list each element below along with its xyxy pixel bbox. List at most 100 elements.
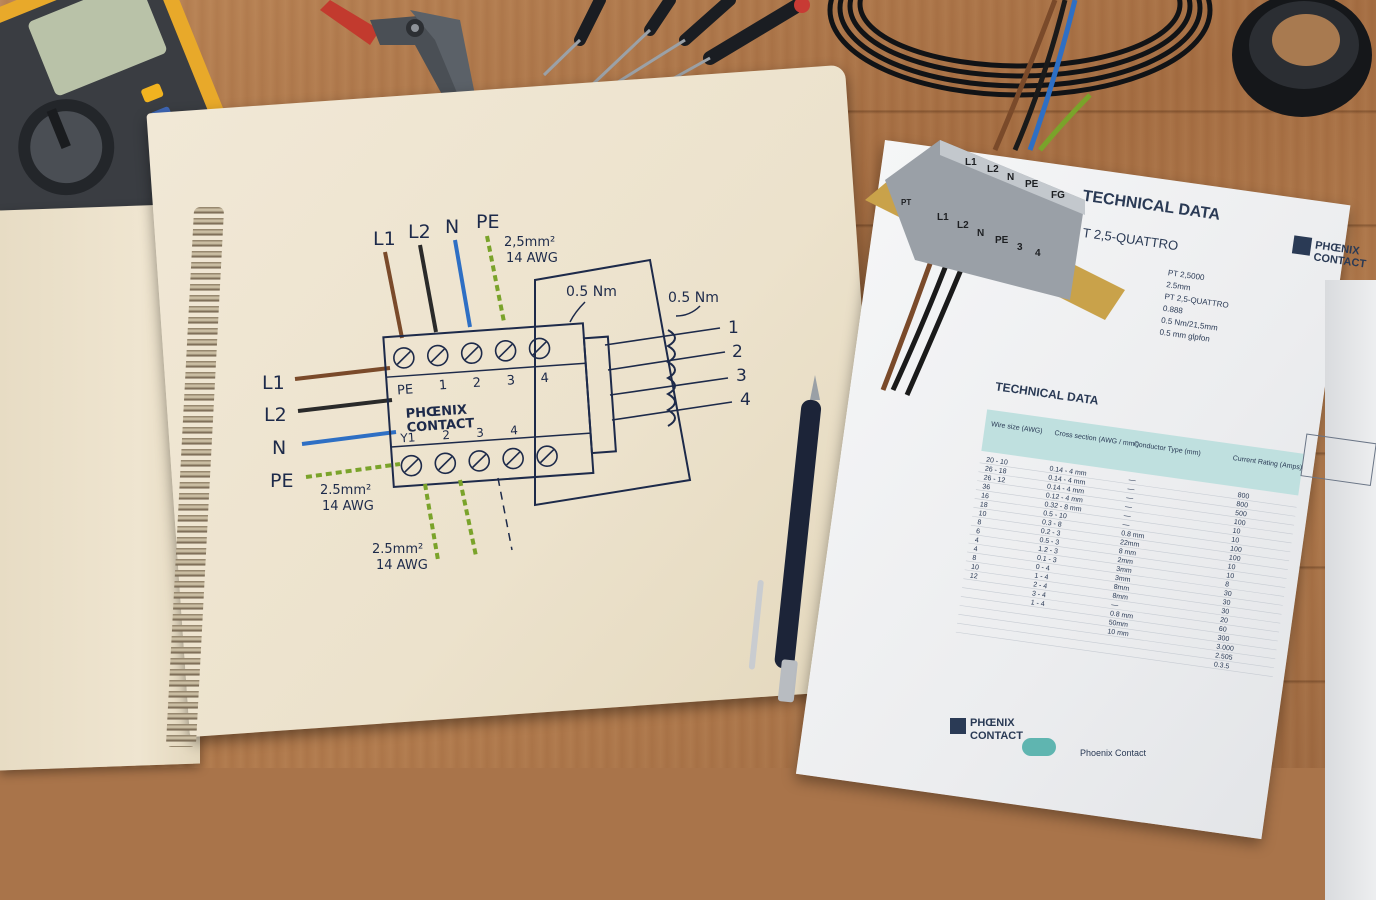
table-cell: 0.3.5 [1213, 661, 1229, 670]
table-cell: 500 [1235, 510, 1248, 519]
table-cell: 20 - 10 [986, 457, 1009, 467]
table-cell: 0.5 - 3 [1039, 537, 1060, 547]
spec-table: Wire size (AWG) Cross section (AWG / mm²… [955, 409, 1305, 677]
table-cell: 3mm [1116, 566, 1133, 575]
terminal-block-device: L1 L2 N PE FG L1 L2 N PE 3 4 PT [865, 0, 1125, 397]
table-cell: 10 [1227, 563, 1236, 571]
term-bottom-4: 4 [510, 423, 519, 437]
table-cell: — [1126, 495, 1134, 503]
table-row-divider [972, 515, 1290, 562]
brochure-content: TECHNICAL DATA T 2,5-QUATTRO PHŒNIX CONT… [950, 188, 1376, 758]
output-4: 4 [740, 390, 751, 410]
left-label-l1: L1 [262, 372, 285, 394]
table-cell: — [1127, 486, 1135, 494]
table-cell: — [1111, 602, 1119, 610]
device-label-top-1: L1 [965, 157, 977, 168]
table-cell: 16 [981, 492, 990, 500]
table-cell: — [1124, 503, 1132, 511]
table-cell: 100 [1230, 546, 1243, 555]
table-row-divider [965, 560, 1283, 606]
wire-bottom-pe1 [423, 483, 440, 561]
term-bottom-y1: Y1 [399, 430, 416, 445]
left-label-l2: L2 [264, 404, 287, 426]
output-2: 2 [732, 342, 743, 362]
wire-left-pe [305, 462, 401, 479]
top-spec-mm: 2,5mm² [504, 235, 555, 250]
table-cell: 8 [972, 555, 977, 562]
device-label-bottom-1: L1 [937, 212, 949, 223]
sketch-brand-line1: PHŒNIX [405, 403, 467, 422]
left-label-pe: PE [270, 470, 293, 492]
table-cell: 8 [977, 519, 982, 526]
table-cell: 0.8 mm [1121, 530, 1145, 540]
table-row-divider [973, 507, 1291, 553]
left-spec-awg: 14 AWG [322, 499, 374, 514]
table-cell: — [1123, 512, 1131, 520]
table-row-divider [968, 542, 1286, 588]
device-label-top-3: N [1007, 172, 1014, 183]
device-label-bottom-2: L2 [957, 220, 969, 231]
brochure-logo: PHŒNIX CONTACT [1291, 235, 1367, 271]
output-loop [534, 258, 692, 507]
footer-brand-line1: PHŒNIX [970, 717, 1015, 729]
term-top-2: 2 [472, 376, 481, 392]
table-cell: 30 [1223, 590, 1232, 598]
term-bottom-2: 2 [442, 428, 451, 442]
terminal-block-labels: L1 L2 N PE FG L1 L2 N PE 3 4 PT [901, 157, 1065, 259]
wire-left-l1 [294, 366, 391, 381]
output-1: 1 [728, 318, 739, 338]
sketch-brand-line2: CONTACT [406, 416, 475, 436]
table-cell: 8 [1225, 581, 1230, 588]
wire-bottom-pe2 [458, 479, 478, 557]
table-cell: 30 [1221, 608, 1230, 616]
table-cell: 10 mm [1107, 628, 1129, 638]
table-cell: 26 - 12 [983, 475, 1006, 485]
table-row-divider [957, 622, 1275, 669]
table-cell: 12 [969, 573, 978, 581]
pen-icon [748, 375, 822, 703]
term-top-3: 3 [506, 373, 515, 389]
table-cell: 3.000 [1216, 644, 1234, 653]
table-cell: 4 [974, 537, 979, 544]
device-label-bottom-5: 3 [1017, 242, 1023, 253]
table-cell: 1 - 4 [1034, 573, 1049, 582]
table-cell: 2.505 [1215, 652, 1233, 661]
table-row-divider [970, 524, 1288, 571]
screwdrivers-icon [542, 0, 810, 107]
table-cell: 18 [979, 501, 988, 509]
table-cell: 20 [1220, 617, 1229, 625]
top-label-l2: L2 [408, 221, 431, 243]
table-cell: 300 [1217, 635, 1230, 644]
table-row-divider [974, 498, 1292, 544]
wire-bottom-dashed [497, 477, 513, 551]
table-row-divider [967, 551, 1285, 597]
table-cell: 10 [971, 564, 980, 572]
table-row-divider [977, 480, 1295, 526]
table-row-divider [963, 578, 1281, 624]
table-row-divider [958, 614, 1276, 660]
term-top-pe: PE [397, 382, 414, 398]
top-spec-awg: 14 AWG [506, 251, 558, 266]
electrical-tape-icon [1232, 0, 1372, 117]
device-side-label: PT [901, 198, 911, 207]
table-row-divider [975, 489, 1293, 535]
bottom-spec-mm: 2.5mm² [372, 542, 423, 557]
bottom-spec-awg: 14 AWG [376, 558, 428, 573]
device-label-top-4: PE [1025, 179, 1039, 190]
table-cell: 10 [1226, 572, 1235, 580]
table-cell: 800 [1236, 501, 1249, 510]
table-row-divider [978, 471, 1296, 517]
table-cell: 0.8 mm [1109, 610, 1133, 620]
term-bottom-3: 3 [476, 426, 485, 440]
table-cell: 0.5 - 10 [1043, 510, 1068, 520]
table-cell: 6 [976, 528, 981, 535]
brochure-footer: PHŒNIX CONTACT Phoenix Contact [950, 717, 1147, 758]
coil-symbol [665, 329, 676, 427]
table-row-divider [979, 462, 1297, 508]
top-label-n: N [445, 216, 459, 238]
table-cell: 800 [1237, 492, 1250, 501]
table-cell: 8mm [1112, 593, 1129, 602]
top-label-pe: PE [476, 211, 499, 233]
table-cell: 50mm [1108, 619, 1128, 629]
wire-detail-box [1300, 433, 1376, 486]
